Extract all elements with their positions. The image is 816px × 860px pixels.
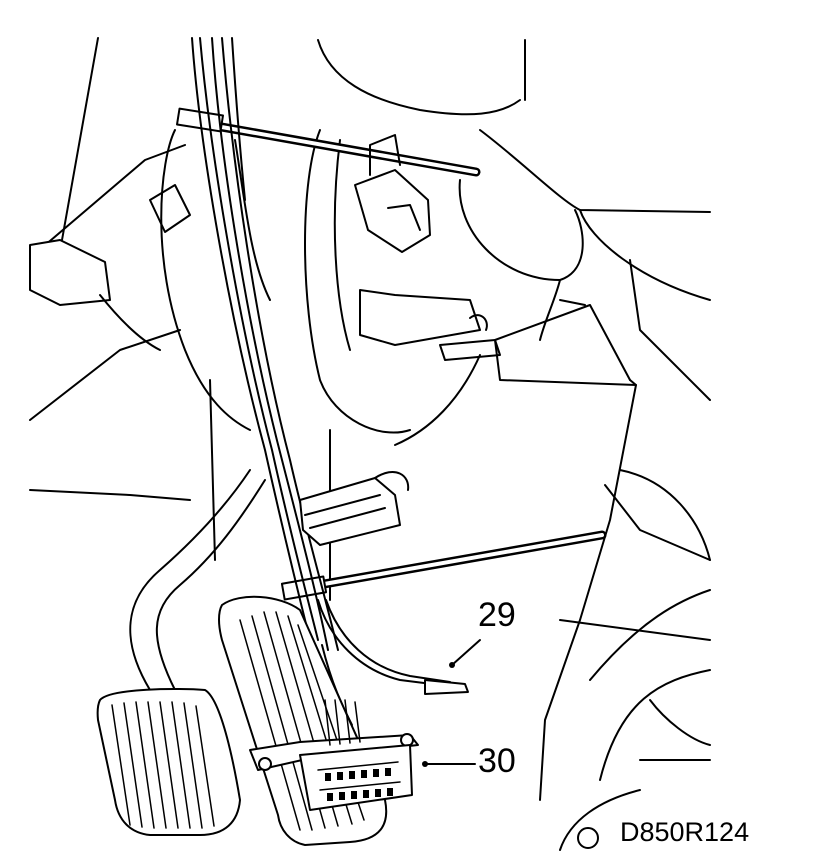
left-connector — [29, 184, 191, 351]
connector-pins — [325, 768, 393, 801]
accelerator-pedal — [218, 595, 388, 846]
diagnostic-connector — [249, 699, 419, 811]
callout-30: 30 — [478, 742, 516, 780]
column-housing — [160, 129, 584, 434]
wire-terminals — [424, 662, 469, 695]
brake-pedal — [96, 469, 266, 836]
dashboard-outline — [29, 37, 711, 851]
brake-switch-connector — [359, 289, 501, 446]
callout-29: 29 — [478, 596, 516, 634]
mid-connector-block — [299, 471, 410, 546]
switch-connector-upper — [354, 134, 431, 253]
figure-reference: D850R124 — [620, 817, 750, 847]
lower-fastener — [577, 827, 599, 849]
leader-lines — [422, 639, 481, 767]
